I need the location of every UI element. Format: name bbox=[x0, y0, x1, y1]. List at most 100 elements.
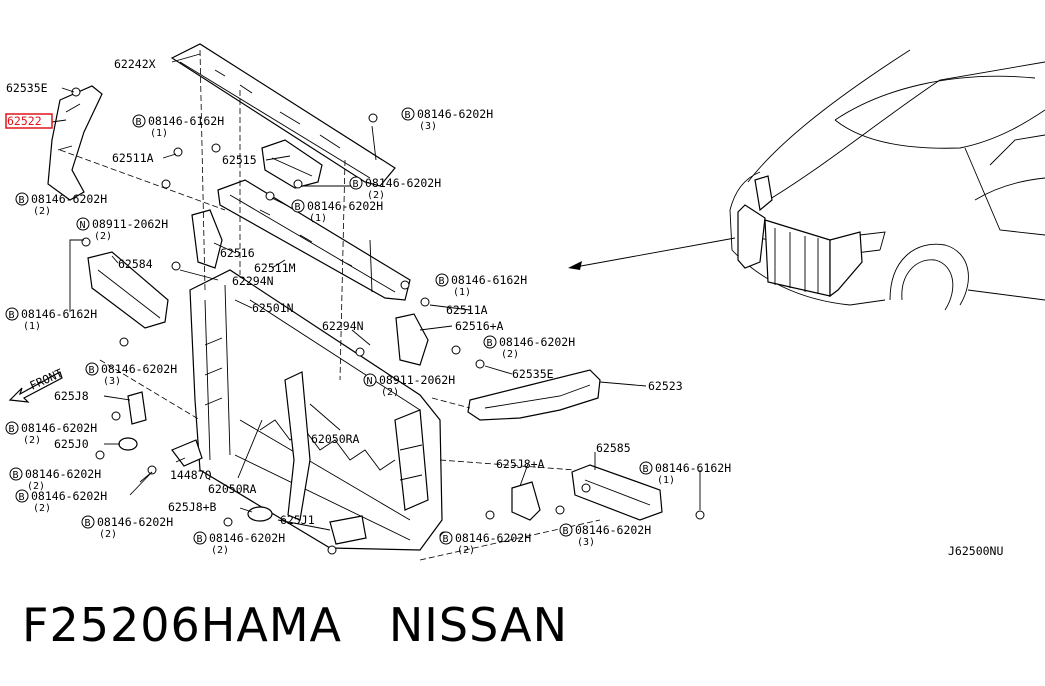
svg-text:(2): (2) bbox=[211, 545, 229, 556]
callout-62511a-2: 62511A bbox=[446, 303, 488, 317]
fastener-f10: B 08146-6202H (3) bbox=[85, 362, 177, 387]
fastener-f3: B 08146-6202H (2) bbox=[349, 176, 441, 201]
svg-text:(1): (1) bbox=[150, 128, 168, 139]
fastener-f8: B 08146-6162H (1) bbox=[5, 307, 97, 332]
svg-text:B: B bbox=[19, 492, 25, 503]
svg-text:(3): (3) bbox=[577, 537, 595, 548]
svg-text:B: B bbox=[563, 526, 569, 537]
svg-text:(2): (2) bbox=[99, 529, 117, 540]
diagram-code: J62500NU bbox=[948, 544, 1003, 558]
svg-text:B: B bbox=[19, 195, 25, 206]
callout-62050ra-2: 62050RA bbox=[208, 482, 257, 496]
svg-text:08146-6202H: 08146-6202H bbox=[365, 176, 441, 190]
svg-text:B: B bbox=[13, 470, 19, 481]
svg-text:08146-6162H: 08146-6162H bbox=[655, 461, 731, 475]
svg-text:B: B bbox=[643, 464, 649, 475]
svg-text:(2): (2) bbox=[457, 545, 475, 556]
svg-text:08146-6202H: 08146-6202H bbox=[455, 531, 531, 545]
callout-14487q: 14487Q bbox=[170, 468, 212, 482]
fastener-labels: B 08146-6162H (1) B 08146-6202H (3) B 08… bbox=[5, 107, 731, 556]
fastener-f4: B 08146-6202H (1) bbox=[291, 199, 383, 224]
vehicle-illustration bbox=[568, 49, 1045, 311]
svg-text:B: B bbox=[9, 424, 15, 435]
svg-text:B: B bbox=[439, 276, 445, 287]
fastener-f9: B 08146-6202H (2) bbox=[483, 335, 575, 360]
svg-text:B: B bbox=[487, 338, 493, 349]
svg-text:(2): (2) bbox=[94, 231, 112, 242]
svg-text:(2): (2) bbox=[23, 435, 41, 446]
callout-62516: 62516 bbox=[220, 246, 255, 260]
svg-text:08146-6162H: 08146-6162H bbox=[21, 307, 97, 321]
svg-text:(2): (2) bbox=[33, 503, 51, 514]
callout-62515: 62515 bbox=[222, 153, 257, 167]
fastener-f2: B 08146-6202H (3) bbox=[401, 107, 493, 132]
callout-62516a: 62516+A bbox=[455, 319, 504, 333]
svg-text:(2): (2) bbox=[27, 481, 45, 492]
svg-text:B: B bbox=[443, 534, 449, 545]
callout-625j0: 625J0 bbox=[54, 437, 89, 451]
fastener-f16: B 08146-6202H (2) bbox=[81, 515, 173, 540]
svg-text:(1): (1) bbox=[23, 321, 41, 332]
callout-625j1: 625J1 bbox=[280, 513, 315, 527]
svg-text:(1): (1) bbox=[309, 213, 327, 224]
svg-text:(2): (2) bbox=[381, 387, 399, 398]
svg-text:B: B bbox=[9, 310, 15, 321]
fastener-f12: B 08146-6202H (2) bbox=[5, 421, 97, 446]
callout-62294n: 62294N bbox=[232, 274, 274, 288]
callout-625j8a: 625J8+A bbox=[496, 457, 545, 471]
fastener-f1: B 08146-6162H (1) bbox=[132, 114, 224, 139]
svg-text:08911-2062H: 08911-2062H bbox=[379, 373, 455, 387]
svg-text:08146-6162H: 08146-6162H bbox=[451, 273, 527, 287]
callout-62511a: 62511A bbox=[112, 151, 154, 165]
footer-caption: F25206HAMA NISSAN bbox=[22, 598, 568, 652]
svg-text:08146-6202H: 08146-6202H bbox=[499, 335, 575, 349]
svg-text:08146-6202H: 08146-6202H bbox=[575, 523, 651, 537]
fastener-f11: N 08911-2062H (2) bbox=[363, 373, 455, 398]
svg-text:N: N bbox=[367, 376, 373, 387]
callout-62522: 62522 bbox=[7, 114, 42, 128]
radiator-core-support-assembly bbox=[8, 43, 705, 561]
svg-text:B: B bbox=[353, 179, 359, 190]
svg-text:N: N bbox=[80, 220, 86, 231]
fastener-f17: B 08146-6202H (2) bbox=[193, 531, 285, 556]
callout-62523: 62523 bbox=[648, 379, 683, 393]
svg-text:08146-6162H: 08146-6162H bbox=[148, 114, 224, 128]
fastener-f13: B 08146-6202H (2) bbox=[9, 467, 101, 492]
fastener-f5: B 08146-6202H (2) bbox=[15, 192, 107, 217]
svg-text:08146-6202H: 08146-6202H bbox=[101, 362, 177, 376]
svg-text:B: B bbox=[405, 110, 411, 121]
fastener-f14: B 08146-6202H (2) bbox=[15, 489, 107, 514]
callout-62585: 62585 bbox=[596, 441, 631, 455]
callout-62535e-2: 62535E bbox=[512, 367, 554, 381]
callout-62511m: 62511M bbox=[254, 261, 296, 275]
callout-labels: 62242X 62535E 62522 62511A 62515 62516 6… bbox=[6, 57, 1003, 558]
svg-text:08911-2062H: 08911-2062H bbox=[92, 217, 168, 231]
fastener-f15: B 08146-6162H (1) bbox=[639, 461, 731, 486]
callout-62050ra: 62050RA bbox=[311, 432, 360, 446]
svg-text:B: B bbox=[85, 518, 91, 529]
svg-text:08146-6202H: 08146-6202H bbox=[209, 531, 285, 545]
svg-text:B: B bbox=[136, 117, 142, 128]
callout-62501n: 62501N bbox=[252, 301, 294, 315]
svg-text:08146-6202H: 08146-6202H bbox=[21, 421, 97, 435]
svg-text:08146-6202H: 08146-6202H bbox=[31, 192, 107, 206]
fastener-f19: B 08146-6202H (3) bbox=[559, 523, 651, 548]
highlight-box bbox=[5, 113, 53, 129]
svg-text:(1): (1) bbox=[453, 287, 471, 298]
svg-text:(3): (3) bbox=[419, 121, 437, 132]
callout-62584: 62584 bbox=[118, 257, 153, 271]
callout-625j8b: 625J8+B bbox=[168, 500, 217, 514]
svg-text:B: B bbox=[295, 202, 301, 213]
svg-text:B: B bbox=[197, 534, 203, 545]
fastener-f18: B 08146-6202H (2) bbox=[439, 531, 531, 556]
svg-text:08146-6202H: 08146-6202H bbox=[31, 489, 107, 503]
svg-text:(3): (3) bbox=[103, 376, 121, 387]
callout-625j8: 625J8 bbox=[54, 389, 89, 403]
brand-name: NISSAN bbox=[388, 598, 568, 652]
callout-62535e: 62535E bbox=[6, 81, 48, 95]
svg-text:08146-6202H: 08146-6202H bbox=[417, 107, 493, 121]
svg-text:(2): (2) bbox=[367, 190, 385, 201]
svg-text:(2): (2) bbox=[33, 206, 51, 217]
parts-diagram: 62242X 62535E 62522 62511A 62515 62516 6… bbox=[5, 43, 1045, 561]
svg-text:08146-6202H: 08146-6202H bbox=[307, 199, 383, 213]
